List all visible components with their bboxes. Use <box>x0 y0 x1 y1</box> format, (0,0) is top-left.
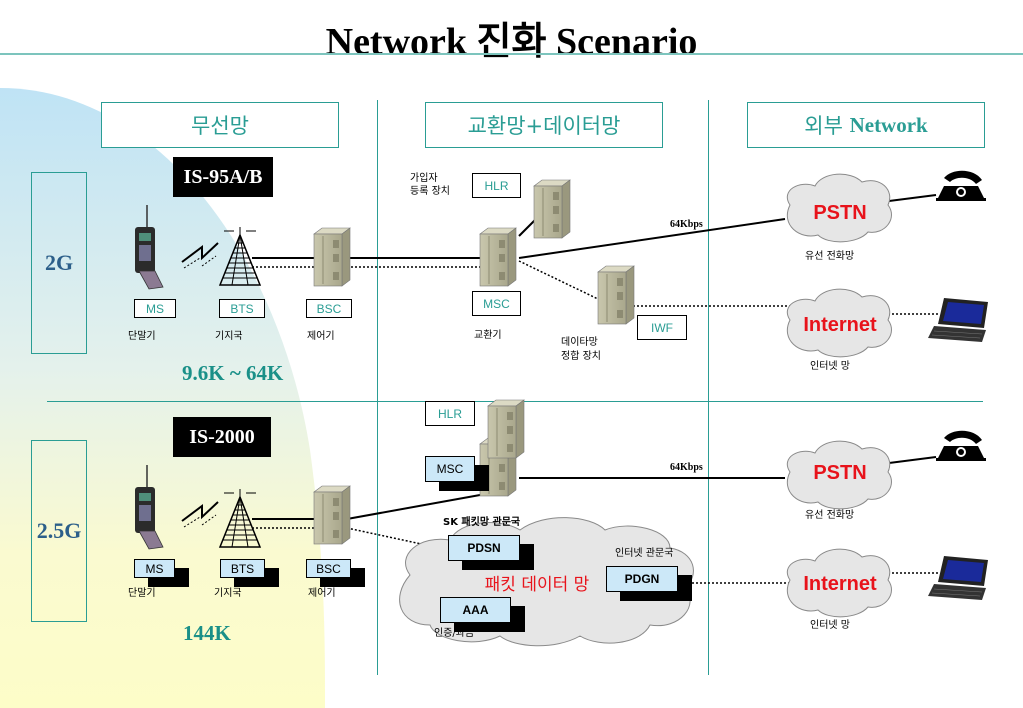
bts-tower-icon-25g <box>218 489 262 548</box>
tag-iwf-2g: IWF <box>637 315 687 340</box>
generation-label: 2G <box>44 250 74 275</box>
column-header-switching: 교환망+데이터망 <box>425 102 663 148</box>
internet-label-25g: Internet <box>803 573 877 595</box>
cloud-internet-2g <box>786 288 892 358</box>
title-divider <box>0 53 1023 55</box>
generation-box-25g: 2.5G <box>31 440 87 622</box>
server-icon-hlr-2g <box>533 179 571 239</box>
desc-bts-25g: 기지국 <box>214 588 242 599</box>
tag-bts-25g: BTS <box>220 559 279 587</box>
server-icon-bsc-2g <box>313 227 351 287</box>
column-header-label: 교환망+데이터망 <box>467 114 621 138</box>
column-header-external: 외부 Network <box>747 102 985 148</box>
desc-ms-2g: 단말기 <box>128 331 156 342</box>
pstn-label-25g: PSTN <box>813 462 867 484</box>
tag-pdgn-25g: PDGN <box>606 566 692 601</box>
radio-link-icon-2g <box>181 242 219 269</box>
link-msc-iwf-2g <box>518 260 599 300</box>
desc-pdgn-25g: 인터넷 관문국 <box>615 548 674 559</box>
generation-label: 2.5G <box>36 518 82 543</box>
server-icon-bsc-25g <box>313 485 351 545</box>
server-icon-iwf-2g <box>597 265 635 325</box>
column-header-wireless: 무선망 <box>101 102 339 148</box>
telephone-icon-25g <box>936 430 986 461</box>
tag-bts-2g: BTS <box>219 299 265 318</box>
packet-network-label: 패킷 데이터 망 <box>484 575 590 595</box>
link-rate-25g: 64Kbps <box>670 462 703 473</box>
tag-msc-2g: MSC <box>472 291 521 316</box>
internet-label-2g: Internet <box>803 314 877 336</box>
link-bsc-msc-25g <box>346 494 481 520</box>
link-rate-2g: 64Kbps <box>670 219 703 230</box>
internet-desc-25g: 인터넷 망 <box>810 620 850 631</box>
link-pstn-phone-2g <box>888 194 937 202</box>
column-divider-2 <box>708 100 709 675</box>
desc-bts-2g: 기지국 <box>215 331 243 342</box>
telephone-icon-2g <box>936 170 986 201</box>
mobile-phone-icon-25g <box>135 465 164 550</box>
tag-bsc-25g: BSC <box>306 559 365 587</box>
pstn-label-2g: PSTN <box>813 202 867 224</box>
column-header-label-suffix: Network <box>849 112 928 137</box>
server-icon-hlr-25g <box>487 399 525 459</box>
radio-link-icon-25g <box>181 501 219 528</box>
tag-bsc-2g: BSC <box>306 299 352 318</box>
desc-msc-2g: 교환기 <box>474 330 502 341</box>
standard-label-is95: IS-95A/B <box>173 157 273 197</box>
tag-msc-25g: MSC <box>425 456 489 491</box>
tag-pdsn-25g: PDSN <box>448 535 534 570</box>
link-pstn-phone-25g <box>888 456 937 464</box>
tag-hlr-2g: HLR <box>472 173 521 198</box>
column-header-label: 외부 <box>804 114 843 138</box>
bts-tower-icon-2g <box>218 227 262 286</box>
desc-hlr-2g-line1: 가입자 <box>410 173 438 184</box>
speed-2g: 9.6K ~ 64K <box>182 361 284 385</box>
desc-bsc-2g: 제어기 <box>307 331 335 342</box>
link-msc-pstn-2g <box>518 218 786 259</box>
column-divider-1 <box>377 100 378 675</box>
generation-box-2g: 2G <box>31 172 87 354</box>
desc-hlr-2g-line2: 등록 장치 <box>410 186 450 197</box>
page-title: Network 진화 Scenario <box>325 21 698 63</box>
desc-aaa-25g: 인증/과금 <box>434 628 475 639</box>
pstn-desc-25g: 유선 전화망 <box>805 510 855 521</box>
cloud-pstn-25g <box>786 440 892 510</box>
desc-ms-25g: 단말기 <box>128 588 156 599</box>
cloud-pstn-2g <box>786 173 892 243</box>
speed-25g: 144K <box>183 621 231 645</box>
pstn-desc-2g: 유선 전화망 <box>805 251 855 262</box>
desc-bsc-25g: 제어기 <box>308 588 336 599</box>
desc-pdsn-25g: SK 패킷망 관문국 <box>443 517 521 528</box>
laptop-icon-2g <box>928 298 988 342</box>
laptop-icon-25g <box>928 556 988 600</box>
column-header-label: 무선망 <box>191 114 249 138</box>
cloud-internet-25g <box>786 548 892 618</box>
standard-label-is2000: IS-2000 <box>173 417 271 457</box>
tag-aaa-25g: AAA <box>440 597 525 632</box>
tag-ms-2g: MS <box>134 299 176 318</box>
server-icon-msc-2g <box>479 227 517 287</box>
desc-iwf-2g-line2: 정합 장치 <box>561 351 601 362</box>
mobile-phone-icon-2g <box>135 205 164 290</box>
tag-hlr-25g: HLR <box>425 401 475 426</box>
internet-desc-2g: 인터넷 망 <box>810 361 850 372</box>
tag-ms-25g: MS <box>134 559 189 587</box>
desc-iwf-2g-line1: 데이타망 <box>561 337 598 348</box>
